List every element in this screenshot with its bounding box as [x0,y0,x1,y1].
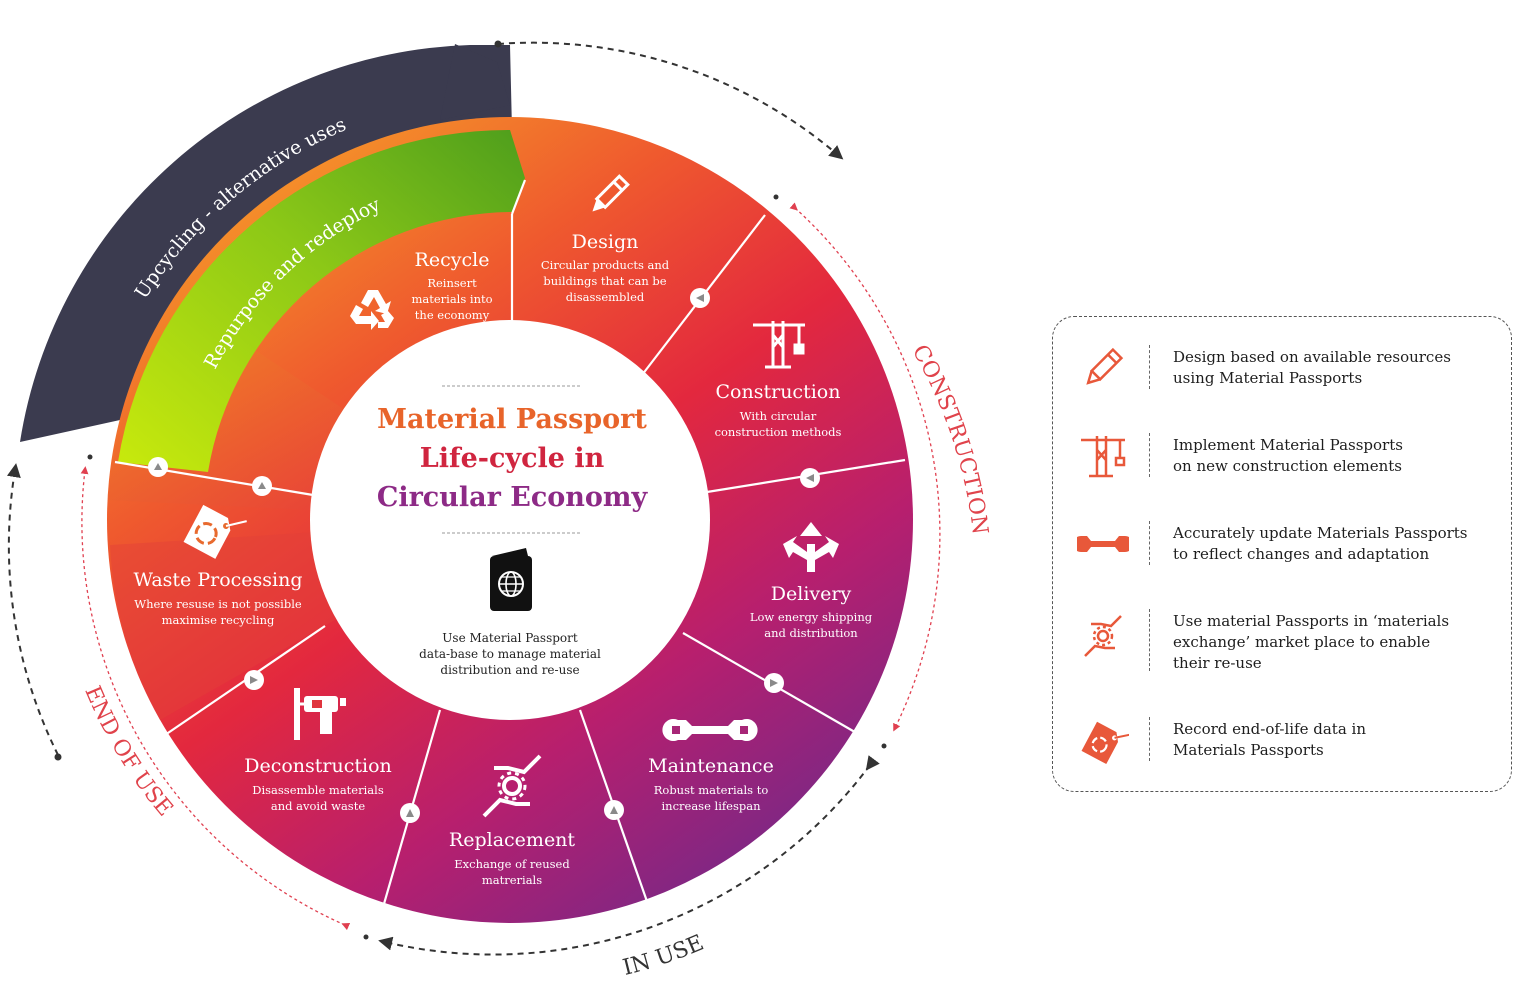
recycle-icon [350,290,394,330]
legend-text-line: Implement Material Passports [1173,436,1403,454]
segment-deconstruction[interactable]: Deconstruction Disassemble materials and… [244,688,392,813]
segment-delivery[interactable]: Delivery Low energy shipping and distrib… [750,522,873,640]
segment-waste-processing[interactable]: Waste Processing Where resuse is not pos… [133,500,303,627]
segment-replacement[interactable]: Replacement Exchange of reused matrerial… [449,754,575,887]
segment-title: Delivery [771,583,852,605]
center-note-line-1: Use Material Passport [442,631,578,645]
legend-text-line: Accurately update Materials Passports [1173,524,1468,542]
center-circle [310,320,710,720]
segment-desc-2: materials into [411,292,492,306]
legend-text-line: using Material Passports [1173,369,1363,387]
segment-maintenance[interactable]: Maintenance Robust materials to increase… [648,719,774,813]
segment-desc-1: With circular [740,409,817,423]
legend-text-line: to reflect changes and adaptation [1173,545,1430,563]
legend-text-line: on new construction elements [1173,457,1402,475]
recycle-tag-icon [183,504,247,559]
segment-title: Recycle [415,249,490,271]
segment-desc-3: the economy [415,308,490,322]
center-title-line-3: Circular Economy [377,482,649,513]
phase-in-use: IN USE [620,931,707,981]
segment-desc-1: Reinsert [427,276,477,290]
segment-desc-1: Exchange of reused [454,857,570,871]
segment-title: Design [572,231,639,253]
segment-title: Deconstruction [244,755,392,777]
wrench-icon [1077,536,1129,552]
center-note-line-2: data-base to manage material [419,647,601,661]
center-title-line-1: Material Passport [377,404,647,435]
segment-title: Waste Processing [133,569,302,591]
segment-desc-2: maximise recycling [162,613,275,627]
segment-design[interactable]: Design Circular products and buildings t… [541,174,670,304]
segment-title: Maintenance [648,755,774,777]
segment-desc-1: Disassemble materials [252,783,384,797]
phase-construction: CONSTRUCTION [907,341,992,536]
legend-text-line: their re-use [1173,654,1262,672]
segment-title: Replacement [449,829,575,851]
segment-desc-2: construction methods [715,425,842,439]
segment-desc-2: matrerials [482,873,542,887]
drill-icon [294,688,346,740]
cycle-arrows [6,40,941,956]
center-note-line-3: distribution and re-use [440,663,579,677]
segment-desc-2: increase lifespan [662,799,762,813]
hand-gear-icon [1084,615,1122,657]
segment-desc-1: Low energy shipping [750,610,873,624]
segment-desc-1: Circular products and [541,258,670,272]
center-title-line-2: Life-cycle in [420,443,605,474]
segment-desc-1: Robust materials to [654,783,769,797]
segment-desc-1: Where resuse is not possible [134,597,302,611]
legend-panel: Design based on available resources usin… [1052,316,1512,792]
hand-gear-icon [482,754,542,818]
segment-title: Construction [716,381,841,403]
legend-text-line: Record end-of-life data in [1173,720,1367,738]
pencil-icon [1086,347,1124,385]
segment-construction[interactable]: Construction With circular construction … [715,321,842,439]
passport-globe-icon [490,548,532,611]
segment-desc-3: disassembled [566,290,645,304]
recycle-tag-icon [1081,721,1129,765]
segment-desc-2: buildings that can be [543,274,666,288]
directions-arrows-icon [783,522,839,572]
legend-text-line: Use material Passports in ‘materials [1173,612,1450,630]
segment-recycle[interactable]: Recycle Reinsert materials into the econ… [350,249,493,330]
segment-desc-2: and avoid waste [271,799,365,813]
repurpose-band [118,129,525,472]
legend-text-line: Design based on available resources [1173,348,1451,366]
segment-desc-2: and distribution [764,626,858,640]
crane-icon [753,321,805,369]
crane-icon [1081,436,1126,478]
wrench-icon [662,719,758,741]
legend-text-line: exchange’ market place to enable [1173,633,1431,651]
legend-text-line: Materials Passports [1173,741,1324,759]
